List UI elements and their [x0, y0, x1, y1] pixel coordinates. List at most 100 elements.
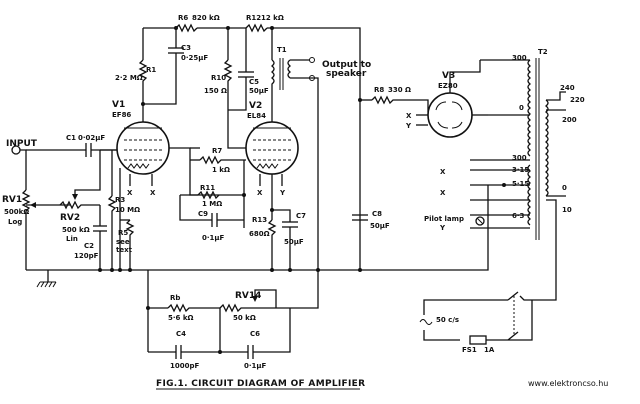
v3-ref: V3: [442, 71, 455, 81]
rv1-value: 500kΩ: [4, 208, 29, 216]
v2-type: EL84: [247, 112, 266, 120]
r13-value: 680Ω: [249, 230, 270, 238]
tap-0-mid: 0: [519, 104, 524, 112]
r10-value: 150 Ω: [204, 87, 227, 95]
r3-value: 10 MΩ: [115, 206, 140, 214]
c7-value: 50µF: [284, 238, 304, 246]
c6-ref: C6: [250, 330, 260, 338]
transformer-t2: [424, 58, 566, 301]
input-label: INPUT: [6, 139, 38, 149]
c5-value: 50µF: [249, 87, 269, 95]
fuse-rating: 1A: [484, 346, 495, 354]
resistor-r13: [267, 208, 277, 270]
tap-300-low: 300: [512, 154, 527, 162]
rv2-taper: Lin: [66, 235, 78, 243]
v3-type: EZ80: [438, 82, 458, 90]
resistor-r10: [223, 59, 233, 110]
r4-ref: R1: [146, 66, 156, 74]
v2-ref: V2: [249, 101, 262, 111]
rv2-value: 500 kΩ: [62, 226, 90, 234]
r6-ref: R6: [178, 14, 188, 22]
r7-ref: R7: [212, 147, 222, 155]
capacitor-c7: [272, 209, 298, 270]
capacitor-c1: [26, 143, 117, 157]
heater-x-v2: X: [257, 189, 263, 197]
tap-5-15: 5·15: [512, 180, 529, 188]
c3-value: 0·25µF: [181, 54, 208, 62]
resistor-r8: [358, 95, 429, 112]
capacitor-c2: [93, 225, 107, 270]
heater-y-v2: Y: [279, 189, 286, 197]
potentiometer-rv2: [59, 150, 101, 226]
tap-220: 220: [570, 96, 585, 104]
heater-y-1: Y: [439, 224, 446, 232]
heater-x-1: X: [440, 168, 446, 176]
r12-ref: R12: [246, 14, 261, 22]
t2-ref: T2: [538, 48, 548, 56]
r8-ref: R8: [374, 86, 384, 94]
resistor-r4: [138, 59, 177, 120]
capacitor-c5: [228, 28, 254, 111]
mains-input: [419, 291, 533, 345]
fs1-label: FS1: [462, 346, 477, 354]
tap-3-15: 3·15: [512, 166, 529, 174]
tap-6-3: 6·3: [512, 212, 525, 220]
c9-ref: C9: [198, 210, 208, 218]
feedback-network: [146, 270, 319, 359]
c4-ref: C4: [176, 330, 186, 338]
tap-200: 200: [562, 116, 577, 124]
rb-value: 5·6 kΩ: [168, 314, 193, 322]
c1-ref: C1: [66, 134, 76, 142]
tap-300-top: 300: [512, 54, 527, 62]
v1-ref: V1: [112, 100, 125, 110]
r11-value: 1 MΩ: [202, 200, 222, 208]
figure-caption: FIG.1. CIRCUIT DIAGRAM OF AMPLIFIER: [156, 379, 365, 389]
r3-ref: R3: [115, 196, 125, 204]
c8-ref: C8: [372, 210, 382, 218]
t1-ref: T1: [277, 46, 287, 54]
capacitor-c3: [168, 47, 184, 62]
r5-ref: R5: [118, 229, 128, 237]
r12-value: 12 kΩ: [261, 14, 284, 22]
rv14-ref: RV14: [235, 291, 261, 301]
tap-10: 10: [562, 206, 572, 214]
tap-0-primary: 0: [562, 184, 567, 192]
transformer-t1: [270, 57, 315, 112]
input-jack: [11, 145, 27, 190]
tube-v2: [245, 121, 299, 175]
heater-x-v3: X: [406, 112, 412, 120]
tap-240: 240: [560, 84, 575, 92]
tube-v3: [416, 60, 488, 138]
r7-value: 1 kΩ: [212, 166, 230, 174]
r5-note-2: text: [116, 246, 133, 254]
resistor-r7: [190, 155, 246, 165]
c9-value: 0·1µF: [202, 234, 225, 242]
capacitor-c9: [179, 195, 244, 227]
r11-ref: R11: [200, 184, 215, 192]
rv1-ref: RV1: [2, 195, 22, 205]
resistor-r3: [107, 150, 117, 270]
r13-ref: R13: [252, 216, 267, 224]
c2-ref: C2: [84, 242, 94, 250]
rv1-taper: Log: [8, 218, 22, 226]
c4-value: 1000pF: [170, 362, 199, 370]
rb-ref: Rb: [170, 294, 180, 302]
tube-v1: [116, 121, 170, 175]
heater-y-v3: Y: [405, 122, 412, 130]
resistor-r11: [180, 160, 246, 228]
heater-x-v1: X: [127, 189, 133, 197]
output-label-2: speaker: [326, 69, 367, 79]
c6-value: 0·1µF: [244, 362, 267, 370]
c8-value: 50µF: [370, 222, 390, 230]
rv14-value: 50 kΩ: [233, 314, 256, 322]
v1-type: EF86: [112, 111, 131, 119]
r10-ref: R10: [211, 74, 226, 82]
r6-value: 820 kΩ: [192, 14, 220, 22]
c3-ref: C3: [181, 44, 191, 52]
heater-y-v1: X: [150, 189, 156, 197]
pilot-lamp-label: Pilot lamp: [424, 215, 464, 223]
labels: INPUT Output to speaker V1 EF86 V2 EL84 …: [2, 14, 608, 390]
ht-rail: [142, 23, 361, 270]
ground-rail: [26, 268, 424, 288]
